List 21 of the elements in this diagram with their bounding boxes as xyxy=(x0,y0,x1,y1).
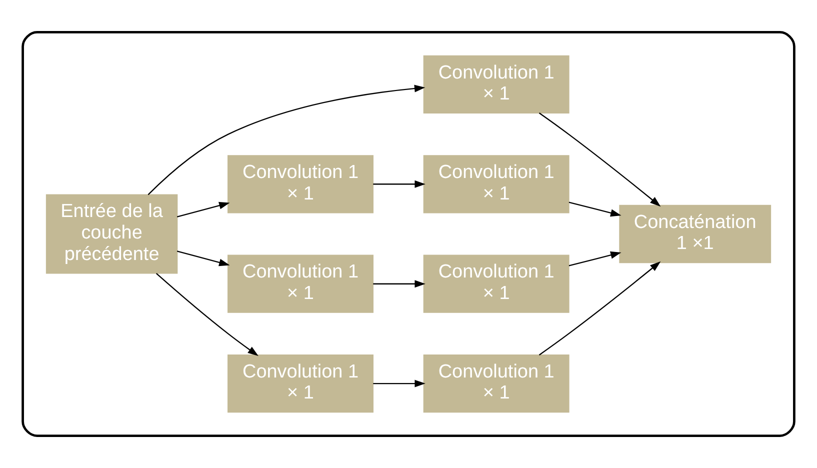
arrow xyxy=(176,250,230,266)
cluster xyxy=(22,31,796,437)
node-box: Convolution 1 × 1 xyxy=(228,354,374,413)
node-box: Concaténation 1 ×1 xyxy=(619,204,772,264)
node-box: Convolution 1 × 1 xyxy=(423,254,570,313)
arrow xyxy=(156,273,258,356)
arrow xyxy=(148,84,426,196)
arrow xyxy=(176,202,230,218)
node-box: Entrée de la couche précédente xyxy=(46,194,178,274)
node-box: Convolution 1 × 1 xyxy=(228,254,374,313)
arrow xyxy=(568,202,622,217)
arrow xyxy=(568,251,622,266)
arrow xyxy=(373,180,426,188)
arrow xyxy=(373,380,426,388)
node-box: Convolution 1 × 1 xyxy=(423,354,570,413)
arrow xyxy=(538,261,661,356)
arrow xyxy=(373,280,426,288)
arrow xyxy=(538,112,661,207)
node-box: Convolution 1 × 1 xyxy=(423,55,570,114)
node-box: Convolution 1 × 1 xyxy=(228,155,374,214)
node-box: Convolution 1 × 1 xyxy=(423,155,570,214)
